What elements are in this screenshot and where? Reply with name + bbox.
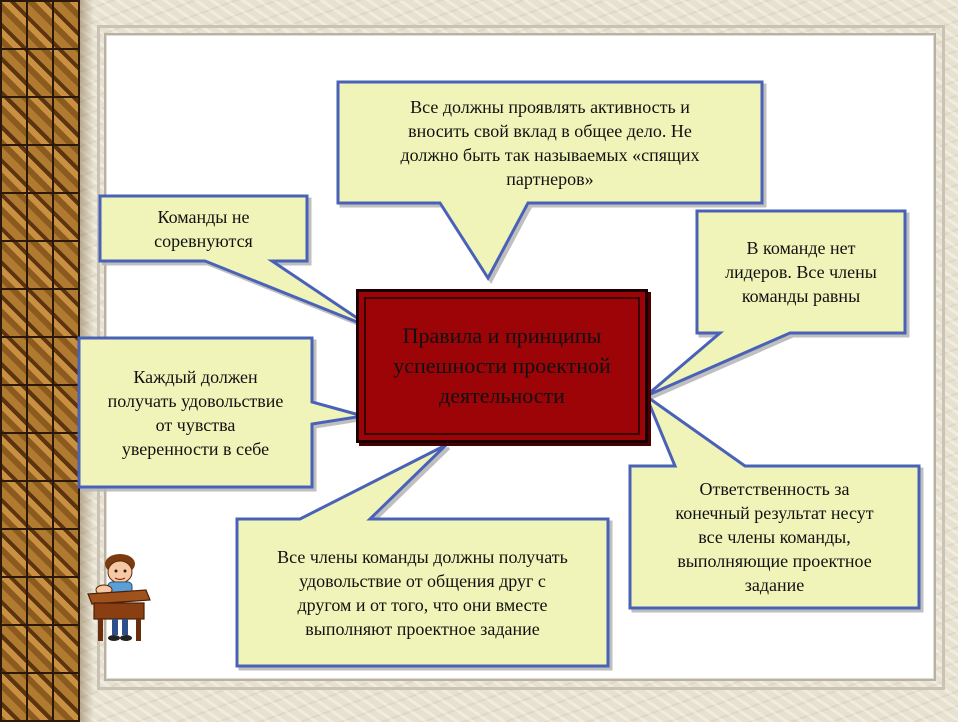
callout-bottom-right-text: Ответственность за конечный результат не… bbox=[675, 479, 874, 595]
callout-top-shape bbox=[336, 80, 764, 281]
callout-right-top-text: В команде нет лидеров. Все члены команды… bbox=[725, 238, 877, 306]
callout-bottom-shape bbox=[235, 443, 610, 668]
center-box-inner-border bbox=[364, 297, 640, 435]
callout-right-top-shape bbox=[645, 209, 907, 398]
callout-top-left-text: Команды не соревнуются bbox=[154, 206, 253, 251]
student-at-desk-clipart bbox=[87, 554, 151, 641]
callout-bottom-text: Все члены команды должны получать удовол… bbox=[277, 546, 568, 639]
callout-left-shape bbox=[77, 336, 364, 489]
callout-top-left-shape bbox=[98, 194, 373, 330]
callout-top-text: Все должны проявлять активность и вносит… bbox=[400, 96, 700, 189]
callout-bottom-right-shape bbox=[628, 391, 921, 610]
center-box bbox=[356, 289, 648, 443]
decorative-side-border bbox=[0, 0, 80, 722]
center-title: Правила и принципы успешности проектной … bbox=[393, 323, 611, 408]
callout-left-text: Каждый должен получать удовольствие от ч… bbox=[107, 366, 284, 459]
